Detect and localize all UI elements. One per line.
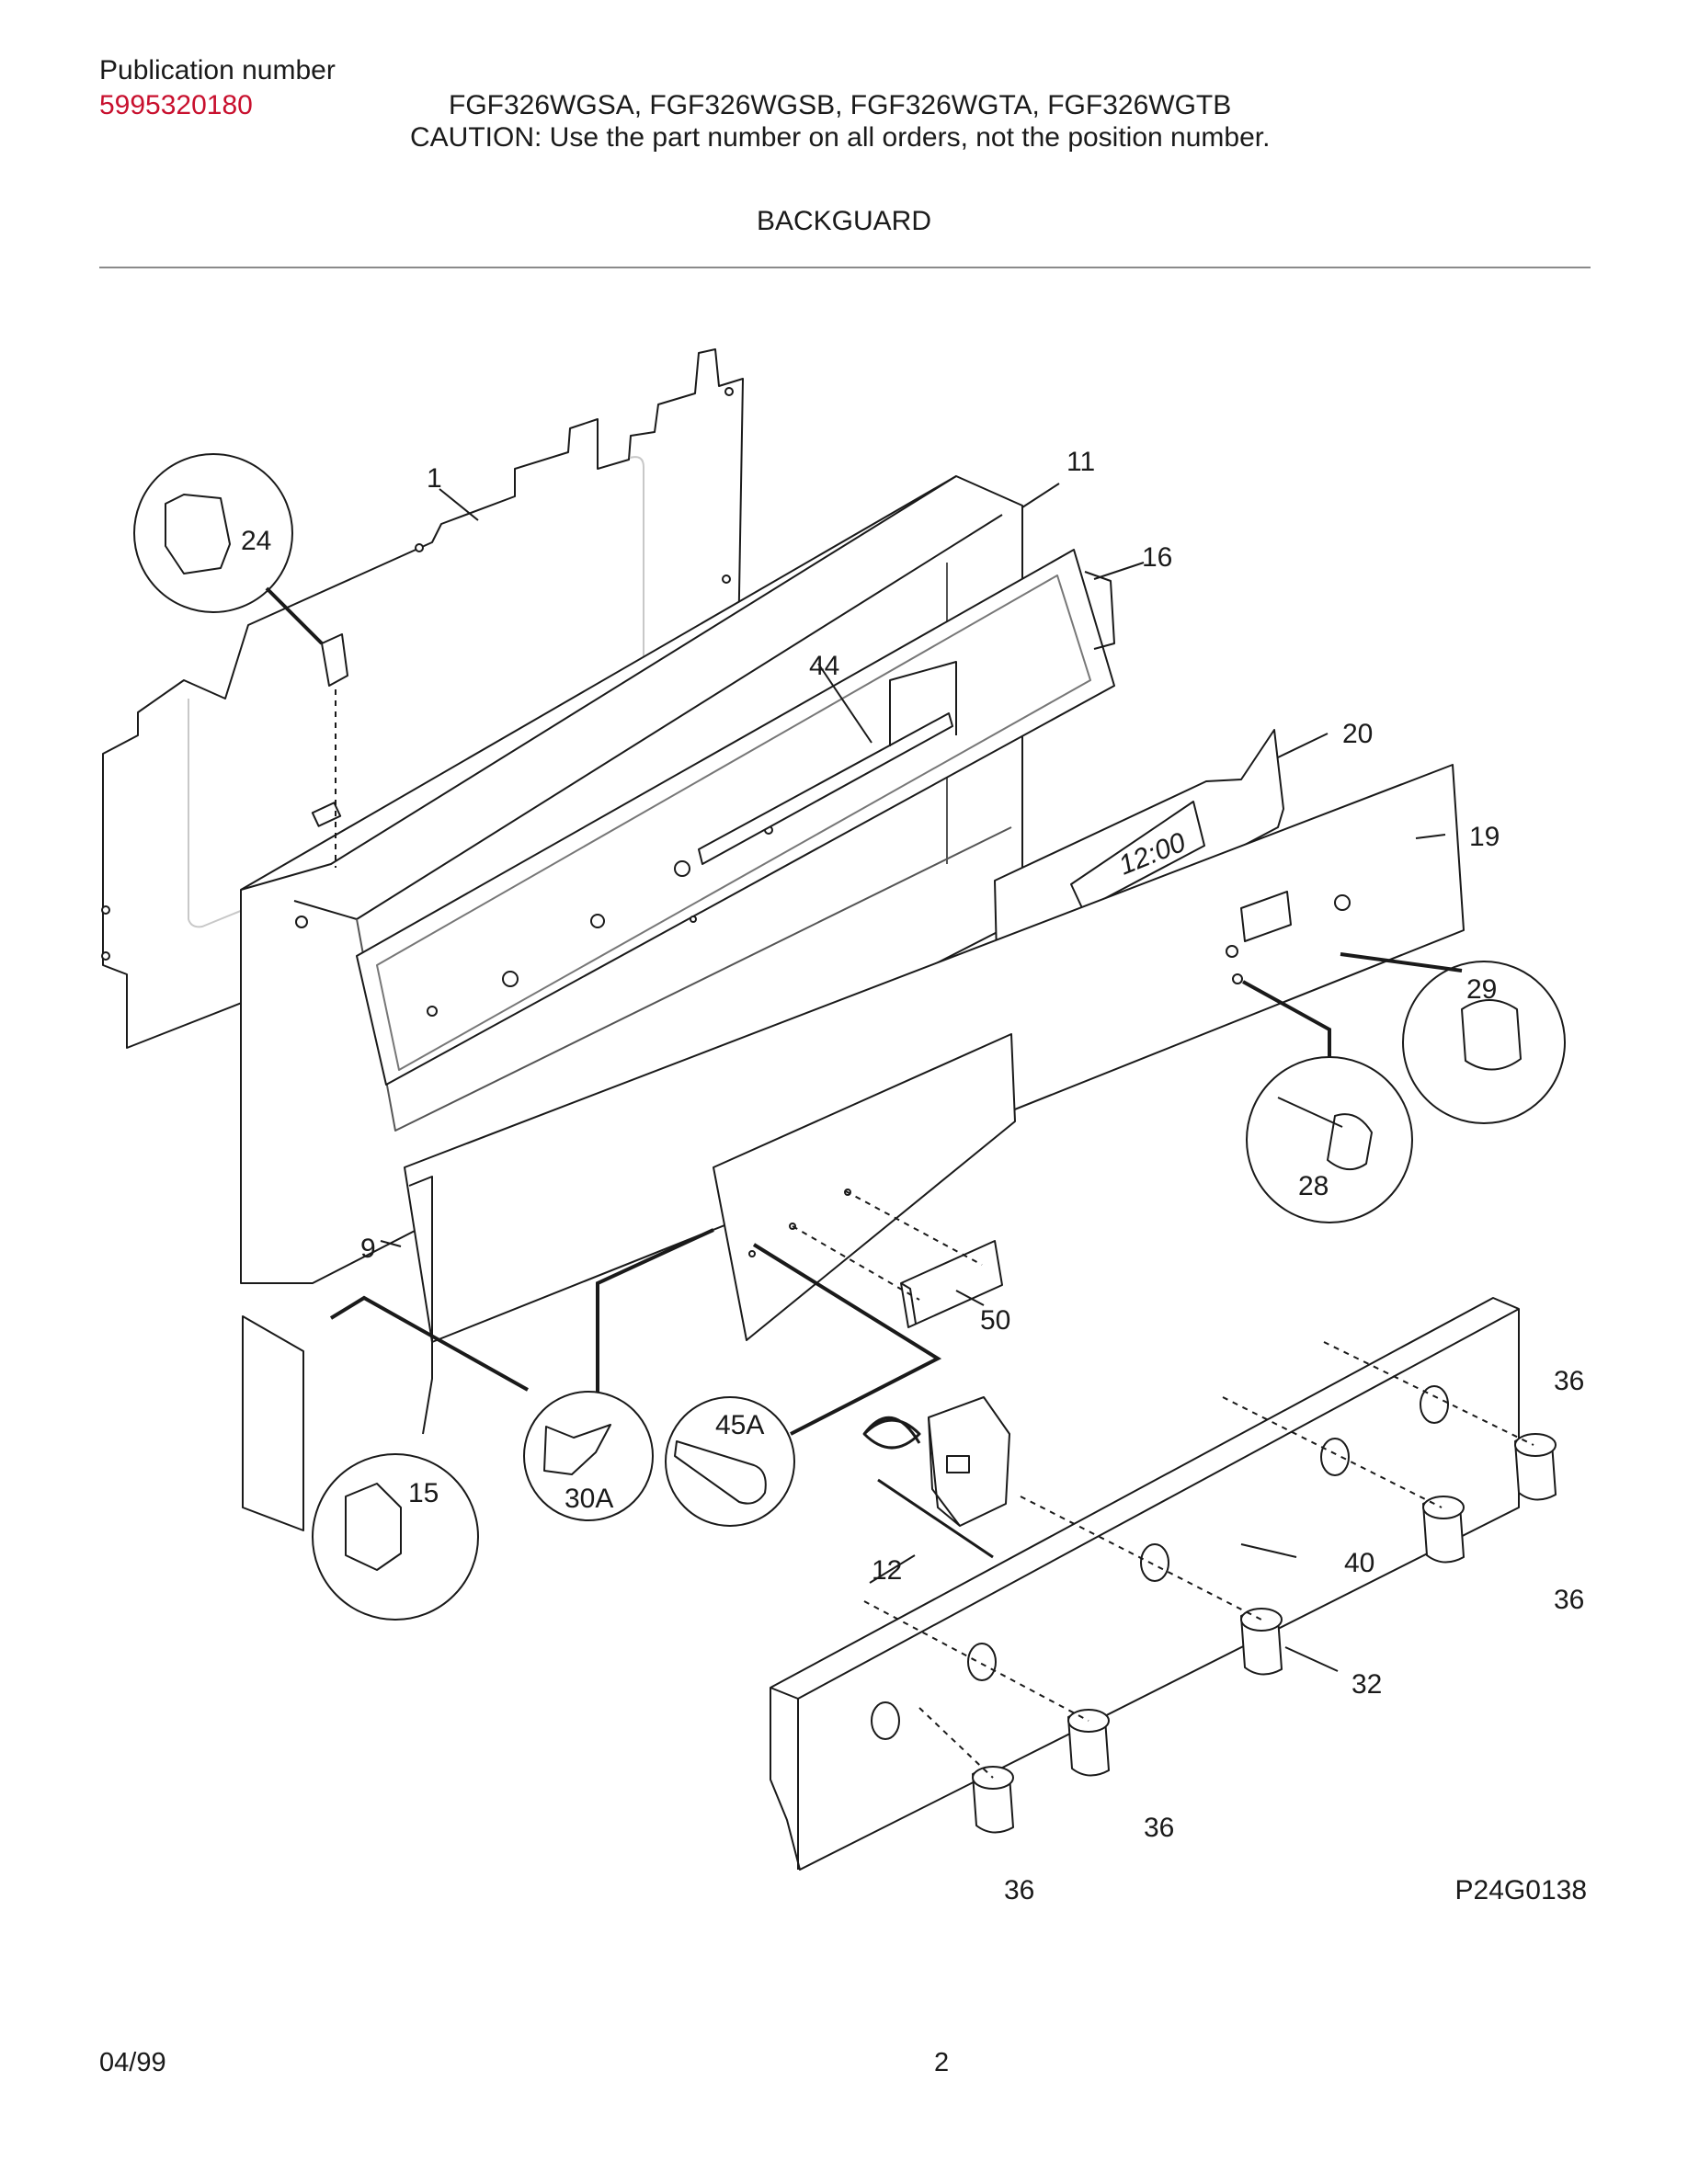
callout-19: 19 <box>1469 822 1500 852</box>
callout-11: 11 <box>1066 447 1095 477</box>
callout-50: 50 <box>980 1305 1010 1336</box>
knob-36-right-mid <box>1422 1496 1465 1564</box>
leader-lines <box>380 483 1446 1672</box>
callout-36-bottom-mid: 36 <box>1144 1813 1174 1843</box>
callout-45a: 45A <box>715 1410 764 1440</box>
callout-29: 29 <box>1466 974 1497 1005</box>
callout-36-right: 36 <box>1554 1585 1584 1615</box>
rail-strip <box>698 661 957 865</box>
section-title: BACKGUARD <box>756 206 932 236</box>
wing-nut-detail <box>543 1424 611 1475</box>
switch-part <box>321 633 348 687</box>
manifold-panel <box>770 1297 1520 1871</box>
knob-36-right-top <box>1514 1433 1557 1501</box>
clip-detail <box>345 1483 402 1571</box>
callout-28: 28 <box>1298 1171 1329 1201</box>
page-number: 2 <box>934 2048 950 2077</box>
control-panel <box>404 764 1465 1435</box>
knob-36-lower-mid <box>1067 1709 1110 1777</box>
callout-36-top: 36 <box>1554 1366 1584 1396</box>
bracket-frame <box>356 549 1115 1086</box>
figure-code: P24G0138 <box>1454 1875 1587 1905</box>
callout-16: 16 <box>1142 542 1172 573</box>
publication-number: 5995320180 <box>99 90 253 120</box>
detail-connectors <box>265 586 1463 1436</box>
thermostat-valve <box>862 1396 1010 1559</box>
callout-40: 40 <box>1344 1548 1374 1578</box>
callout-20: 20 <box>1342 719 1373 749</box>
detail-circle-28 <box>1246 1056 1413 1223</box>
header-divider <box>99 267 1591 268</box>
alignment-lines <box>335 689 1534 1779</box>
callout-36-bottom: 36 <box>1004 1875 1034 1905</box>
callout-32: 32 <box>1352 1669 1382 1700</box>
callout-9: 9 <box>360 1234 376 1264</box>
model-numbers: FGF326WGSA, FGF326WGSB, FGF326WGTA, FGF3… <box>449 90 1232 120</box>
callout-30a: 30A <box>565 1484 613 1514</box>
footer-date: 04/99 <box>99 2048 166 2077</box>
bolt-detail <box>674 1440 767 1505</box>
knob-29-detail <box>1461 999 1522 1071</box>
callout-12: 12 <box>872 1555 902 1586</box>
lower-panel <box>713 1033 1016 1341</box>
callout-15: 15 <box>408 1478 439 1508</box>
callout-1: 1 <box>427 463 442 494</box>
caution-note: CAUTION: Use the part number on all orde… <box>410 122 1271 153</box>
igniter-detail <box>1277 1097 1373 1170</box>
publication-label: Publication number <box>99 55 336 85</box>
callout-24: 24 <box>241 526 271 556</box>
rocker-switch-detail <box>165 494 231 574</box>
knob-32 <box>1240 1608 1283 1676</box>
callout-44: 44 <box>809 651 839 681</box>
